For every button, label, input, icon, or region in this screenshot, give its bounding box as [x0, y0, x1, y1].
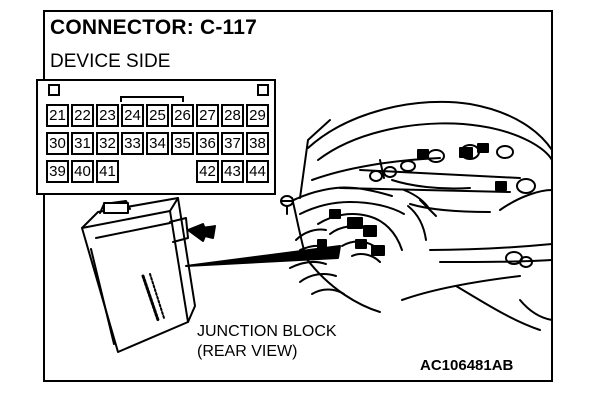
- junction-block-body: [81, 197, 196, 353]
- connector-pin-35: 35: [171, 132, 194, 155]
- location-pointer: [185, 245, 341, 267]
- connector-title: CONNECTOR: C-117: [50, 16, 258, 39]
- connector-pin-33: 33: [121, 132, 144, 155]
- connector-pin-37: 37: [221, 132, 244, 155]
- connector-pin-32: 32: [96, 132, 119, 155]
- connector-left-tab: [48, 84, 60, 96]
- connector-pin-42: 42: [196, 160, 219, 183]
- connector-pin-44: 44: [246, 160, 269, 183]
- connector-pin-41: 41: [96, 160, 119, 183]
- fastener: [280, 195, 294, 215]
- connector-pin-27: 27: [196, 104, 219, 127]
- connector-subtitle: DEVICE SIDE: [50, 51, 171, 72]
- wire-harness: [283, 143, 507, 295]
- connector-pin-23: 23: [96, 104, 119, 127]
- connector-pin-21: 21: [46, 104, 69, 127]
- connector-pin-34: 34: [146, 132, 169, 155]
- connector-pin-40: 40: [71, 160, 94, 183]
- caption-line-2: (REAR VIEW): [197, 343, 298, 360]
- connector-pin-22: 22: [71, 104, 94, 127]
- caption-line-1: JUNCTION BLOCK: [197, 323, 337, 340]
- connector-pin-29: 29: [246, 104, 269, 127]
- connector-arrow: [187, 223, 216, 242]
- connector-pin-38: 38: [246, 132, 269, 155]
- connector-pin-36: 36: [196, 132, 219, 155]
- connector-pin-24: 24: [121, 104, 144, 127]
- figure-code: AC106481AB: [420, 357, 514, 374]
- connector-pin-26: 26: [171, 104, 194, 127]
- connector-pin-25: 25: [146, 104, 169, 127]
- connector-pin-31: 31: [71, 132, 94, 155]
- connector-pin-30: 30: [46, 132, 69, 155]
- connector-latch: [120, 96, 184, 102]
- connector-pin-28: 28: [221, 104, 244, 127]
- connector-pin-43: 43: [221, 160, 244, 183]
- connector-right-tab: [257, 84, 269, 96]
- connector-pin-39: 39: [46, 160, 69, 183]
- junction-block-caption: JUNCTION BLOCK (REAR VIEW): [197, 322, 337, 362]
